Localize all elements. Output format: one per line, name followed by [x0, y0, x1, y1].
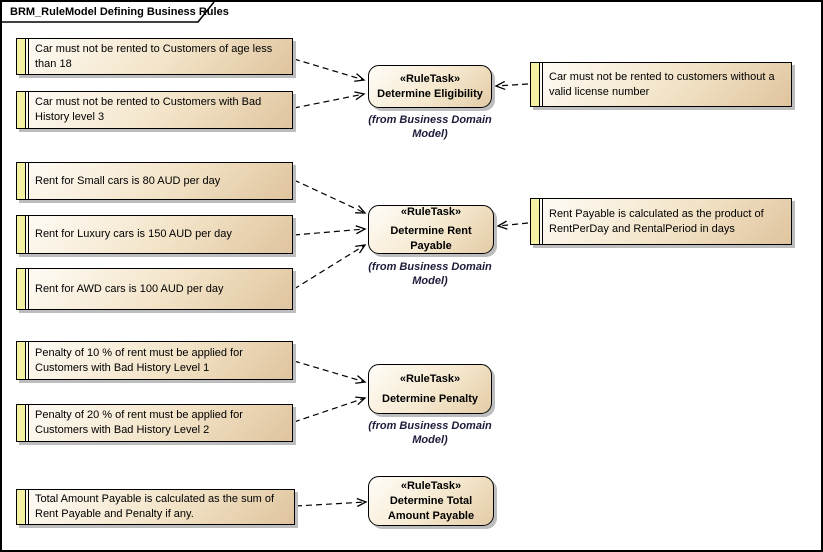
rule-text: Rent for Luxury cars is 150 AUD per day — [35, 228, 232, 240]
rule-text: Penalty of 20 % of rent must be applied … — [35, 409, 243, 436]
rule-stripe — [531, 199, 540, 244]
rule-stripe — [17, 405, 26, 441]
stereotype-label: «RuleTask» — [400, 479, 462, 492]
stereotype-label: «RuleTask» — [400, 206, 462, 218]
business-rule-note[interactable]: Rent for AWD cars is 100 AUD per day — [16, 268, 293, 310]
rule-stripe — [17, 490, 26, 524]
business-rule-note[interactable]: Penalty of 10 % of rent must be applied … — [16, 341, 293, 380]
business-rule-note[interactable]: Rent Payable is calculated as the produc… — [530, 198, 792, 245]
dependency-connector[interactable] — [496, 220, 529, 230]
rule-stripe — [17, 92, 26, 128]
business-rule-note[interactable]: Total Amount Payable is calculated as th… — [16, 489, 295, 525]
dependency-connector[interactable] — [293, 225, 367, 236]
ruletask-determine-penalty[interactable]: «RuleTask» Determine Penalty — [368, 364, 492, 414]
dependency-connector[interactable] — [494, 80, 529, 91]
ruletask-name: Determine Penalty — [382, 392, 478, 405]
rule-text: Car must not be rented to Customers of a… — [35, 42, 273, 70]
dependency-connector[interactable] — [293, 179, 367, 214]
dependency-connector[interactable] — [293, 91, 366, 109]
ruletask-from-caption: (from Business Domain Model) — [368, 261, 492, 287]
dependency-connector[interactable] — [295, 497, 368, 508]
rule-text: Penalty of 10 % of rent must be applied … — [35, 346, 243, 374]
rule-stripe — [17, 39, 26, 74]
rule-text: Rent for AWD cars is 100 AUD per day — [35, 282, 224, 295]
business-rule-note[interactable]: Car must not be rented to Customers with… — [16, 91, 293, 129]
rule-text: Total Amount Payable is calculated as th… — [35, 493, 275, 520]
rule-stripe — [17, 342, 26, 379]
rule-text: Rent for Small cars is 80 AUD per day — [35, 174, 221, 187]
rule-text: Rent Payable is calculated as the produc… — [549, 207, 764, 235]
ruletask-determine-total-amount-payable[interactable]: «RuleTask» Determine Total Amount Payabl… — [368, 476, 494, 526]
dependency-connector[interactable] — [293, 58, 366, 82]
ruletask-name: Determine Rent Payable — [390, 225, 472, 252]
business-rule-note[interactable]: Rent for Luxury cars is 150 AUD per day — [16, 215, 293, 254]
rule-stripe — [531, 63, 540, 106]
ruletask-from-caption: (from Business Domain Model) — [368, 114, 492, 140]
ruletask-name: Determine Eligibility — [377, 87, 483, 100]
rule-stripe — [17, 216, 26, 253]
business-rule-note[interactable]: Car must not be rented to Customers of a… — [16, 38, 293, 75]
dependency-connector[interactable] — [293, 360, 367, 384]
stereotype-label: «RuleTask» — [399, 372, 461, 385]
ruletask-determine-eligibility[interactable]: «RuleTask» Determine Eligibility — [368, 65, 492, 108]
rule-stripe — [17, 269, 26, 309]
rule-text: Car must not be rented to Customers with… — [35, 96, 262, 123]
ruletask-determine-rent-payable[interactable]: «RuleTask» Determine Rent Payable — [368, 205, 494, 254]
business-rule-note[interactable]: Rent for Small cars is 80 AUD per day — [16, 162, 293, 200]
ruletask-name: Determine Total Amount Payable — [387, 494, 475, 522]
rule-text: Car must not be rented to customers with… — [549, 70, 775, 98]
business-rule-note[interactable]: Penalty of 20 % of rent must be applied … — [16, 404, 293, 442]
diagram-title: BRM_RuleModel Defining Business Rules — [10, 6, 229, 18]
business-rule-note[interactable]: Car must not be rented to customers with… — [530, 62, 792, 107]
rule-stripe — [17, 163, 26, 199]
ruletask-from-caption: (from Business Domain Model) — [368, 420, 492, 446]
stereotype-label: «RuleTask» — [399, 72, 461, 85]
